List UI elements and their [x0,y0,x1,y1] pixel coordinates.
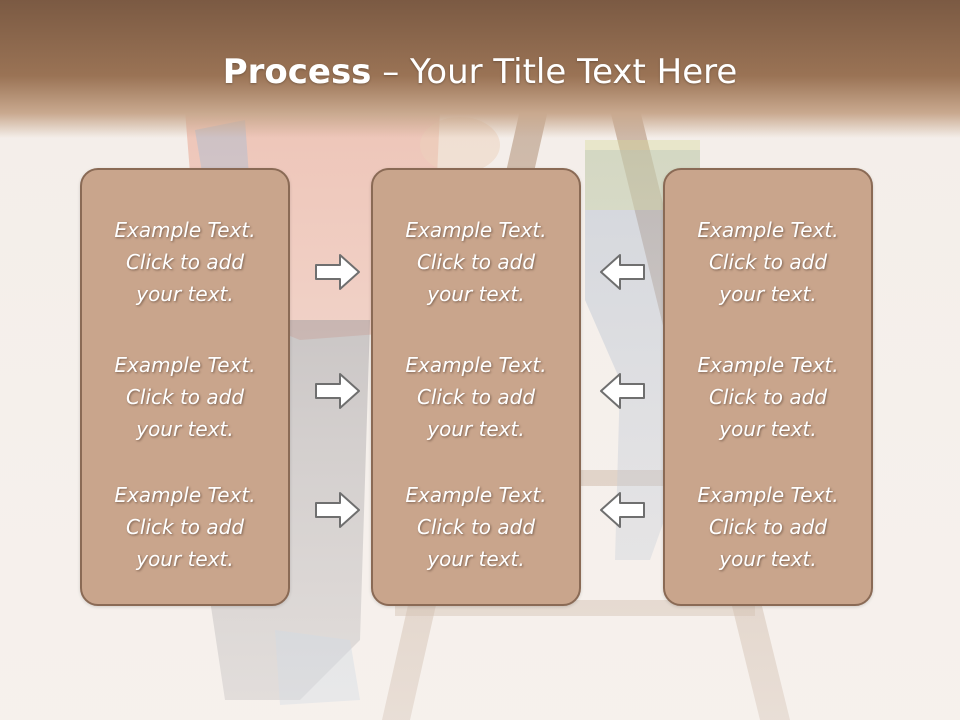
text-item[interactable]: Example Text. Click to add your text. [665,214,871,310]
process-box-1[interactable]: Example Text. Click to add your text. Ex… [80,168,290,606]
slide-title[interactable]: Process – Your Title Text Here [0,52,960,92]
item-line: your text. [719,282,817,306]
text-item[interactable]: Example Text. Click to add your text. [665,479,871,575]
item-line: Example Text. [697,483,839,507]
arrow-left-icon [600,254,645,290]
item-line: Example Text. [405,218,547,242]
item-line: Example Text. [114,218,256,242]
item-line: your text. [136,547,234,571]
item-line: Example Text. [405,353,547,377]
item-line: Click to add [416,250,536,274]
text-item[interactable]: Example Text. Click to add your text. [373,349,579,445]
process-box-2[interactable]: Example Text. Click to add your text. Ex… [371,168,581,606]
item-line: Click to add [125,515,245,539]
arrow-left-icon [600,492,645,528]
arrow-right-icon [315,254,360,290]
text-item[interactable]: Example Text. Click to add your text. [82,349,288,445]
item-line: Click to add [708,515,828,539]
arrow-right-icon [315,373,360,409]
item-line: your text. [136,282,234,306]
text-item[interactable]: Example Text. Click to add your text. [82,214,288,310]
item-line: Click to add [416,385,536,409]
header-band [0,0,960,138]
text-item[interactable]: Example Text. Click to add your text. [373,214,579,310]
text-item[interactable]: Example Text. Click to add your text. [665,349,871,445]
arrow-left-icon [600,373,645,409]
item-line: your text. [427,547,525,571]
text-item[interactable]: Example Text. Click to add your text. [82,479,288,575]
item-line: Example Text. [114,353,256,377]
text-item[interactable]: Example Text. Click to add your text. [373,479,579,575]
item-line: your text. [719,417,817,441]
item-line: your text. [719,547,817,571]
item-line: your text. [136,417,234,441]
item-line: Example Text. [405,483,547,507]
arrow-right-icon [315,492,360,528]
item-line: Example Text. [697,353,839,377]
item-line: Click to add [125,385,245,409]
item-line: your text. [427,282,525,306]
process-box-3[interactable]: Example Text. Click to add your text. Ex… [663,168,873,606]
item-line: Example Text. [114,483,256,507]
item-line: your text. [427,417,525,441]
item-line: Click to add [125,250,245,274]
title-bold: Process [222,52,372,92]
item-line: Click to add [708,250,828,274]
item-line: Example Text. [697,218,839,242]
item-line: Click to add [708,385,828,409]
item-line: Click to add [416,515,536,539]
title-rest: – Your Title Text Here [371,52,738,92]
